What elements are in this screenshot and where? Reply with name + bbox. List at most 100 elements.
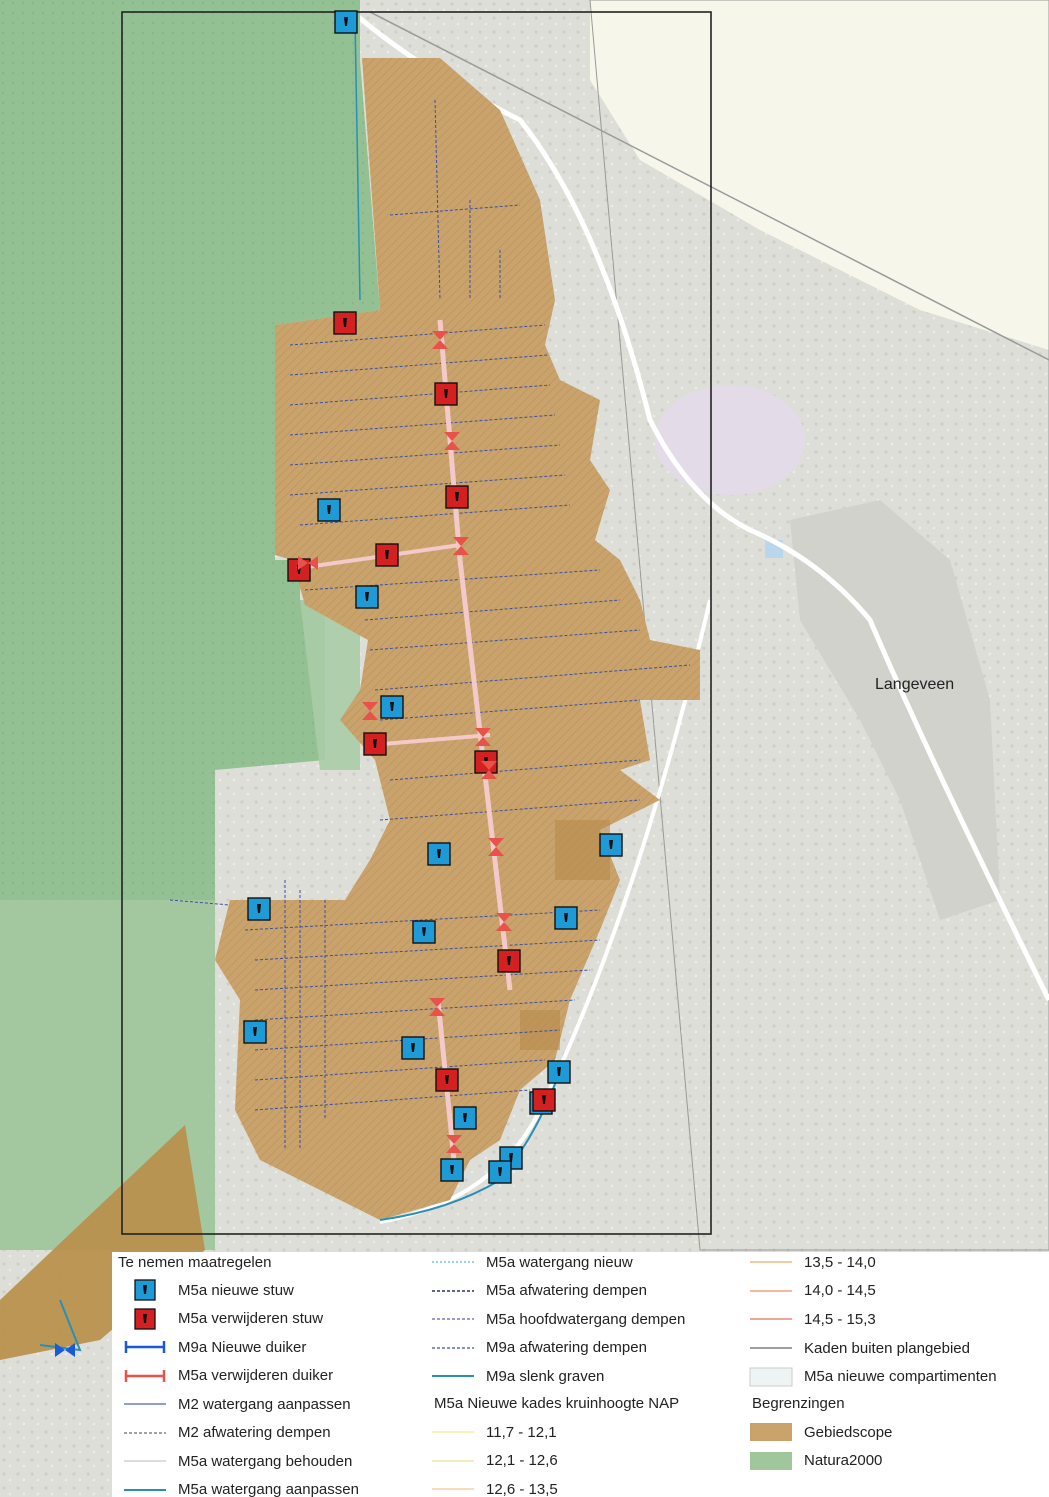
- legend-item-label: M5a watergang aanpassen: [178, 1481, 359, 1497]
- stuw-new-icon[interactable]: [554, 906, 578, 930]
- duiker-remove-icon[interactable]: [475, 728, 491, 746]
- watercourse-west: [354, 19, 361, 301]
- kade-line: [430, 1421, 476, 1443]
- legend-item-label: 14,0 - 14,5: [804, 1282, 876, 1299]
- kade-line: [748, 1251, 794, 1273]
- duiker-remove-icon[interactable]: [362, 702, 378, 720]
- stuw-remove-icon[interactable]: [497, 949, 521, 973]
- legend-kade-item: 12,1 - 12,6: [430, 1449, 558, 1473]
- duiker-remove-icon[interactable]: [496, 913, 512, 931]
- legend-item-label: M2 afwatering dempen: [178, 1424, 331, 1441]
- legend-begrenzing-item: Natura2000: [748, 1449, 882, 1473]
- region-edge: [369, 11, 1049, 361]
- line-grey-icon: [748, 1337, 794, 1359]
- stuw-new-icon[interactable]: [440, 1158, 464, 1182]
- legend-item: M5a watergang behouden: [122, 1449, 352, 1473]
- line-dashed-purple-icon: [430, 1308, 476, 1330]
- main-watercourse: [437, 319, 463, 561]
- stuw-new-icon[interactable]: [488, 1160, 512, 1184]
- stuw-remove-icon[interactable]: [434, 382, 458, 406]
- place-label-langeveen: Langeveen: [875, 676, 955, 693]
- stuw-new-icon[interactable]: [355, 585, 379, 609]
- stuw-new-icon[interactable]: [427, 842, 451, 866]
- legend-begrenzingen-title: Begrenzingen: [752, 1395, 845, 1412]
- duiker-remove-icon[interactable]: [298, 556, 318, 570]
- stuw-remove-icon[interactable]: [363, 732, 387, 756]
- legend-kade-item: 14,5 - 15,3: [748, 1307, 876, 1331]
- legend-item-label: 13,5 - 14,0: [804, 1253, 876, 1271]
- compartment-2: [520, 1010, 560, 1050]
- legend-item-label: M5a verwijderen duiker: [178, 1367, 334, 1384]
- legend-item-label: M5a afwatering dempen: [486, 1282, 647, 1299]
- legend-kade-item: 14,0 - 14,5: [748, 1279, 876, 1303]
- stuw-new-icon: [122, 1279, 168, 1301]
- stuw-remove-icon[interactable]: [445, 485, 469, 509]
- stuw-new-icon[interactable]: [247, 897, 271, 921]
- duiker-remove-icon[interactable]: [432, 331, 448, 349]
- stuw-new-icon[interactable]: [401, 1036, 425, 1060]
- duiker-new-icon: [122, 1336, 168, 1358]
- stuw-remove-icon: [122, 1307, 168, 1330]
- gebiedscope-area-sw: [0, 1125, 205, 1360]
- line-teal-icon: [430, 1365, 476, 1387]
- legend-item: M2 afwatering dempen: [122, 1421, 331, 1445]
- plan-area-frame: [121, 11, 712, 1235]
- legend-item: M5a verwijderen stuw: [122, 1307, 323, 1331]
- stuw-new-icon[interactable]: [380, 695, 404, 719]
- duiker-remove-icon[interactable]: [488, 838, 504, 856]
- stuw-new-icon[interactable]: [453, 1106, 477, 1130]
- natura2000-strip: [300, 600, 360, 770]
- stuw-remove-icon[interactable]: [333, 311, 357, 335]
- line-solid-icon: [122, 1393, 168, 1415]
- stuw-new-icon[interactable]: [599, 833, 623, 857]
- duiker-remove-icon[interactable]: [453, 537, 469, 555]
- legend-item-label: M9a slenk graven: [486, 1367, 605, 1385]
- legend-item-label: Kaden buiten plangebied: [804, 1339, 970, 1357]
- line-blue-icon: [122, 1479, 168, 1497]
- legend-kade-item: 13,5 - 14,0: [748, 1250, 876, 1274]
- stuw-remove-icon[interactable]: [435, 1068, 459, 1092]
- duiker-remove-icon[interactable]: [446, 1135, 462, 1153]
- legend-item: M9a Nieuwe duiker: [122, 1335, 306, 1359]
- cross-watercourse-2: [369, 733, 491, 747]
- legend-item-label: M5a watergang behouden: [178, 1452, 353, 1470]
- line-dashed-icon: [122, 1422, 168, 1444]
- duiker-remove-icon[interactable]: [481, 761, 497, 779]
- stuw-new-icon[interactable]: [317, 498, 341, 522]
- legend-item: M2 watergang aanpassen: [122, 1392, 351, 1416]
- stuw-new-icon[interactable]: [334, 10, 358, 34]
- legend-item: M9a slenk graven: [430, 1364, 604, 1388]
- legend-item-label: M9a Nieuwe duiker: [178, 1338, 307, 1356]
- legend-kade-item: 11,7 - 12,1: [430, 1420, 557, 1444]
- legend-item-label: 12,6 - 13,5: [486, 1480, 558, 1497]
- legend-item: M5a afwatering dempen: [430, 1279, 647, 1303]
- duiker-remove-icon[interactable]: [444, 432, 460, 450]
- legend-item-label: 11,7 - 12,1: [486, 1423, 557, 1441]
- legend-item-label: Natura2000: [804, 1452, 883, 1469]
- village-area: [790, 500, 1000, 920]
- compartment-icon: [748, 1366, 794, 1388]
- line-dashed-navy-icon: [430, 1280, 476, 1302]
- legend-item-label: M5a nieuwe stuw: [178, 1281, 294, 1299]
- kade-line: [430, 1450, 476, 1472]
- legend-item-label: M9a afwatering dempen: [486, 1339, 647, 1356]
- watercourse-sw: [39, 1299, 82, 1352]
- duiker-remove-icon[interactable]: [429, 998, 445, 1016]
- gebiedscope-area: [215, 58, 700, 1220]
- duiker-new-icon[interactable]: [55, 1343, 75, 1357]
- stuw-new-icon[interactable]: [547, 1060, 571, 1084]
- legend-item: M5a verwijderen duiker: [122, 1364, 333, 1388]
- outer-boundary-line: [589, 0, 1049, 1251]
- stuw-new-icon[interactable]: [243, 1020, 267, 1044]
- line-thin-icon: [122, 1450, 168, 1472]
- drainage-lines: [169, 99, 691, 1150]
- stuw-remove-icon[interactable]: [532, 1088, 556, 1112]
- legend-item: M5a watergang nieuw: [430, 1250, 633, 1274]
- legend-item: M5a nieuwe stuw: [122, 1278, 294, 1302]
- kade-line: [748, 1308, 794, 1330]
- area-swatch: [748, 1421, 794, 1443]
- stuw-remove-icon[interactable]: [375, 543, 399, 567]
- legend-title: Te nemen maatregelen: [118, 1254, 272, 1271]
- stuw-new-icon[interactable]: [412, 920, 436, 944]
